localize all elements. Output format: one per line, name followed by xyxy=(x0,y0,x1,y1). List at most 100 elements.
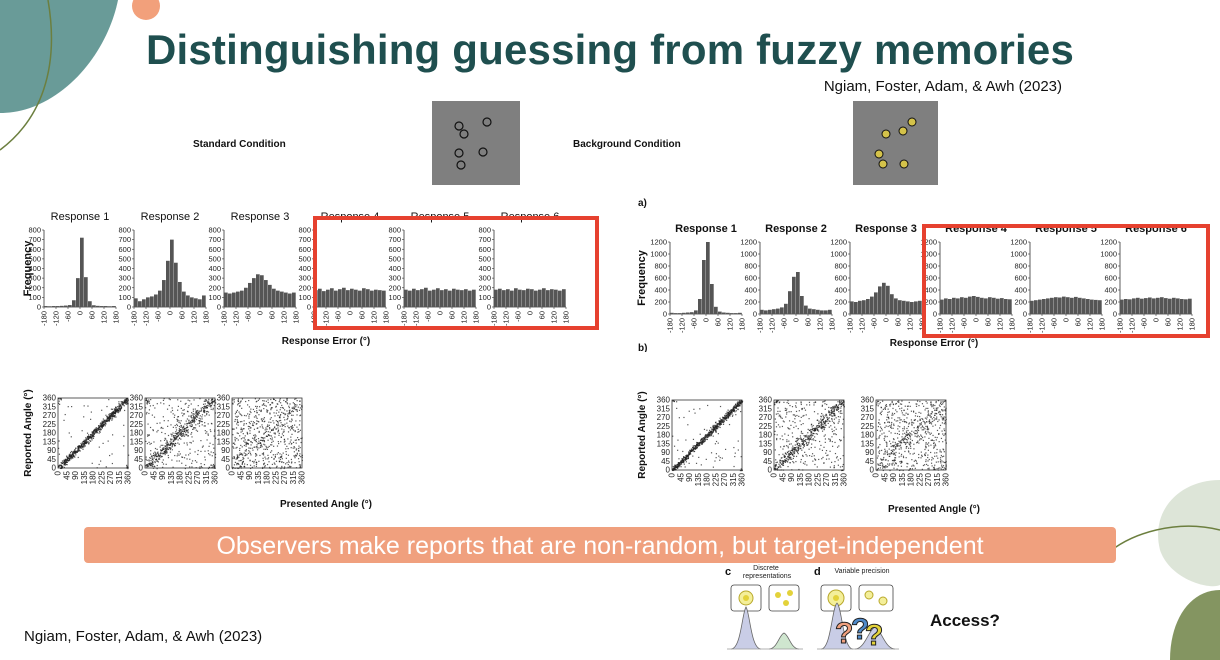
scatter-point xyxy=(166,449,168,451)
scatter-point xyxy=(922,418,924,421)
scatter-point xyxy=(709,429,711,431)
hist-ytick-label: 800 xyxy=(478,226,491,235)
scatter-point xyxy=(273,422,275,424)
scatter-point xyxy=(902,414,904,416)
scatter-point xyxy=(271,441,273,444)
hist-ytick-label: 200 xyxy=(1014,298,1027,307)
scatter-point xyxy=(834,452,837,455)
scatter-point xyxy=(259,442,262,444)
scatter-point xyxy=(91,439,93,441)
scatter-ytick-label: 180 xyxy=(861,431,875,440)
scatter-point xyxy=(918,411,920,414)
hist-bar xyxy=(1004,299,1008,314)
scatter-point xyxy=(692,449,694,451)
scatter-point xyxy=(155,452,157,454)
scatter-point xyxy=(877,446,880,448)
scatter-point xyxy=(879,462,881,465)
scatter-point xyxy=(927,454,929,456)
scatter-point xyxy=(176,435,178,437)
scatter-point xyxy=(232,399,234,401)
scatter-point xyxy=(881,433,883,435)
hist-xtick-label: 180 xyxy=(1008,318,1017,331)
scatter-point xyxy=(834,408,836,410)
scatter-point xyxy=(902,439,904,442)
scatter-xtick-label: 225 xyxy=(271,470,280,484)
scatter-point xyxy=(685,461,687,463)
scatter-point xyxy=(256,447,258,449)
scatter-point xyxy=(145,398,148,400)
scatter-point xyxy=(109,416,111,419)
scatter-point xyxy=(297,406,299,408)
scatter-point xyxy=(719,420,721,422)
scatter-point xyxy=(918,436,920,438)
scatter-point xyxy=(886,414,889,416)
scatter-point xyxy=(709,434,711,436)
scatter-ytick-label: 90 xyxy=(134,446,143,455)
scatter-point xyxy=(937,469,940,471)
scatter-point xyxy=(268,421,270,423)
scatter-point xyxy=(214,453,217,455)
scatter-point xyxy=(176,420,178,422)
hist-bar xyxy=(428,290,432,307)
scatter-point xyxy=(169,451,172,453)
scatter-point xyxy=(287,438,289,440)
scatter-point xyxy=(823,400,825,403)
scatter-point xyxy=(892,441,894,443)
scatter-point xyxy=(886,454,889,456)
scatter-point xyxy=(262,459,264,462)
scatter-point xyxy=(804,409,807,411)
scatter-point xyxy=(935,407,937,409)
scatter-point xyxy=(783,421,785,423)
scatter-point xyxy=(198,412,200,414)
hist-bar xyxy=(546,290,550,307)
hist-bar xyxy=(882,282,886,314)
scatter-point xyxy=(780,462,782,464)
hist-bar xyxy=(1172,297,1176,314)
scatter-point xyxy=(286,410,288,412)
scatter-point xyxy=(167,420,169,422)
scatter-point xyxy=(722,423,725,425)
scatter-point xyxy=(194,417,196,419)
hist-bar xyxy=(1042,299,1046,314)
scatter-point xyxy=(239,402,241,404)
scatter-point xyxy=(96,430,98,432)
scatter-point xyxy=(236,437,238,440)
scatter-point xyxy=(267,409,269,412)
scatter-point xyxy=(58,465,60,467)
scatter-point xyxy=(239,401,242,403)
scatter-point xyxy=(775,413,777,415)
scatter-point xyxy=(296,409,298,411)
scatter-point xyxy=(914,415,917,417)
scatter-point xyxy=(280,407,282,409)
scatter-point xyxy=(901,436,903,438)
hist-xtick-label: 0 xyxy=(526,311,535,315)
scatter-point xyxy=(740,468,742,470)
scatter-point xyxy=(725,415,727,417)
scatter-point xyxy=(147,463,150,465)
hist-bar xyxy=(850,301,854,314)
scatter-point xyxy=(791,449,793,451)
scatter-point xyxy=(899,419,901,421)
scatter-point xyxy=(162,447,164,449)
scatter-point xyxy=(918,439,921,441)
scatter-point xyxy=(721,421,724,424)
scatter-point xyxy=(718,422,721,424)
scatter-point xyxy=(294,406,296,408)
scatter-xtick-label: 225 xyxy=(711,472,720,486)
scatter-point xyxy=(236,409,239,412)
hist-bar xyxy=(702,260,706,314)
scatter-point xyxy=(883,438,885,440)
scatter-point xyxy=(257,399,259,401)
scatter-point xyxy=(832,412,834,414)
scatter-point xyxy=(793,451,795,453)
scatter-point xyxy=(885,404,887,406)
citation-top: Ngiam, Foster, Adam, & Awh (2023) xyxy=(823,78,1062,95)
scatter-point xyxy=(64,462,67,465)
scatter-point xyxy=(166,452,168,454)
scatter-point xyxy=(233,455,235,458)
scatter-ytick-label: 135 xyxy=(657,439,671,448)
scatter-point xyxy=(919,438,921,440)
scatter-point xyxy=(187,432,189,434)
scatter-point xyxy=(299,403,301,406)
